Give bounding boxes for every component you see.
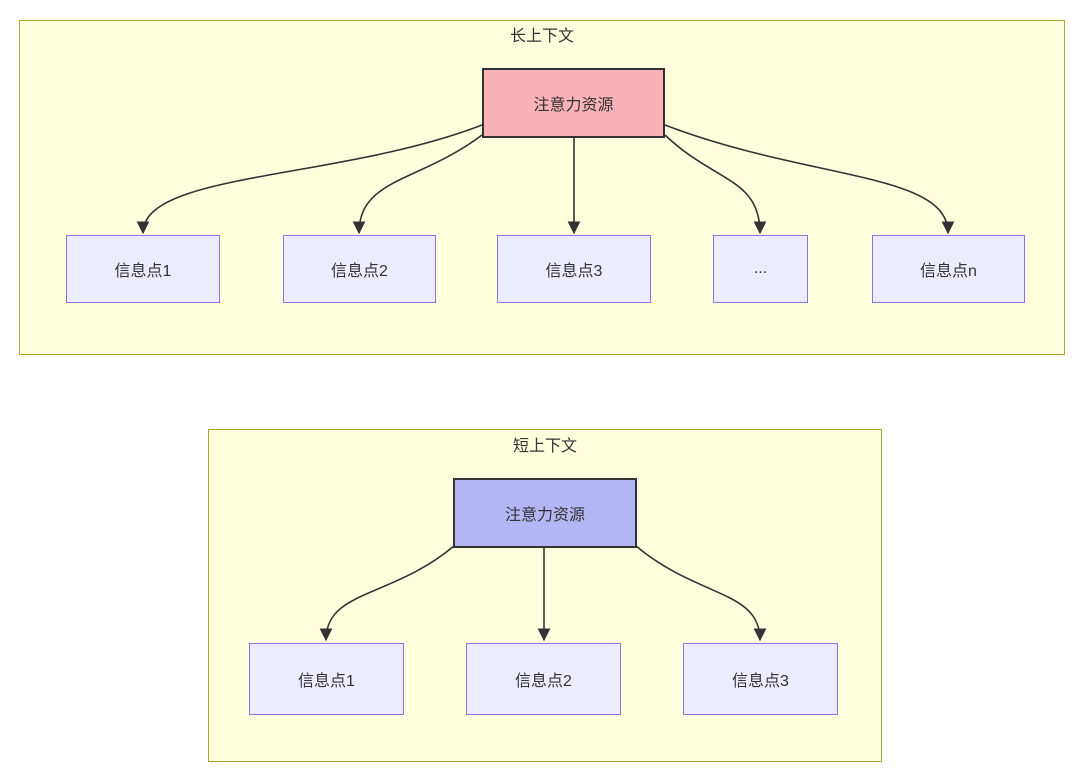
info-node-long-1: 信息点1 — [66, 235, 220, 303]
info-node-long-n: 信息点n — [872, 235, 1025, 303]
attention-node-short: 注意力资源 — [453, 478, 637, 548]
info-node-short-1: 信息点1 — [249, 643, 404, 715]
info-node-short-3: 信息点3 — [683, 643, 838, 715]
panel-title-short: 短上下文 — [512, 438, 577, 455]
panel-title-long: 长上下文 — [509, 28, 574, 45]
info-node-long-ellipsis: ... — [713, 235, 808, 303]
attention-node-long: 注意力资源 — [482, 68, 665, 138]
info-node-short-2: 信息点2 — [466, 643, 621, 715]
info-node-long-3: 信息点3 — [497, 235, 651, 303]
info-node-long-2: 信息点2 — [283, 235, 436, 303]
